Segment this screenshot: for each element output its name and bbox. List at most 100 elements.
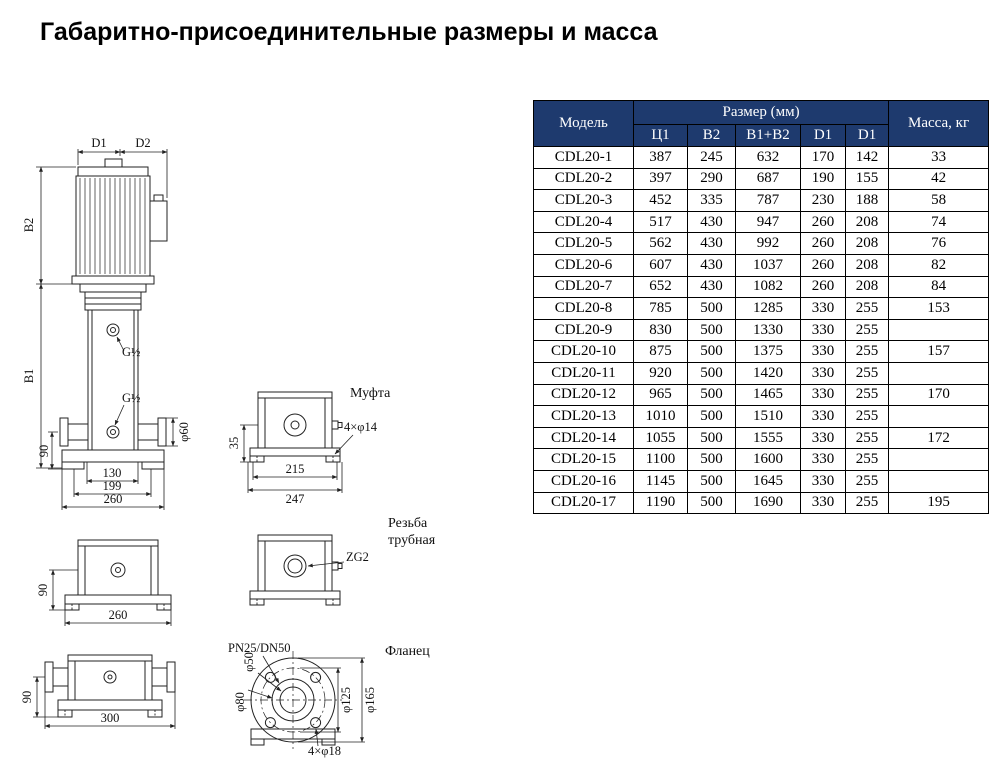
cell-b2: 500 <box>687 361 736 385</box>
cell-b2: 430 <box>687 210 736 234</box>
cell-b2: 500 <box>687 318 736 342</box>
cell-d1: 260 <box>800 210 846 234</box>
bolt-hole <box>310 671 322 683</box>
cell-b1: 1010 <box>633 405 688 428</box>
cell-model: CDL20-1 <box>533 146 634 169</box>
flange-view-drawing: φ50 φ80 φ125 φ165 PN25/DN50 4×φ18 Фланец <box>228 641 430 758</box>
cell-mass <box>888 405 990 428</box>
cell-d2: 208 <box>844 210 890 234</box>
dim-199: 199 <box>103 479 122 493</box>
cell-d1: 330 <box>800 318 846 342</box>
cell-b2: 335 <box>687 189 736 212</box>
cell-b2: 500 <box>687 448 736 471</box>
cell-model: CDL20-7 <box>533 275 634 299</box>
header-model: Модель <box>533 100 634 147</box>
cell-b1b2: 1690 <box>735 491 801 515</box>
cell-b2: 500 <box>687 383 736 407</box>
cell-model: CDL20-15 <box>533 448 634 471</box>
cell-b1b2: 1465 <box>735 383 801 407</box>
cell-mass: 172 <box>888 426 990 450</box>
table-header: Модель Размер (мм) Масса, кг Ц1 B2 B1+B2… <box>533 100 990 147</box>
technical-drawings: D1 D2 B2 B1 90 φ60 G½ G½ 130 199 260 <box>20 136 436 758</box>
cell-model: CDL20-5 <box>533 232 634 255</box>
cell-b2: 500 <box>687 405 736 428</box>
coupling-drawing: 35 215 247 4×φ14 Муфта <box>227 386 391 506</box>
cell-b2: 430 <box>687 275 736 299</box>
cell-model: CDL20-17 <box>533 491 634 515</box>
motor-fins <box>79 178 146 274</box>
dim-90-flanged: 90 <box>20 691 34 704</box>
cell-d1: 260 <box>800 275 846 299</box>
thread-size-label: ZG2 <box>346 550 369 564</box>
port-label-bottom: G½ <box>122 391 140 405</box>
cell-b1: 1190 <box>633 491 688 515</box>
dim-247: 247 <box>286 492 305 506</box>
cell-mass: 195 <box>888 491 990 515</box>
cell-b2: 500 <box>687 491 736 515</box>
cell-mass: 170 <box>888 383 990 407</box>
cell-d2: 255 <box>844 491 890 515</box>
dim-260: 260 <box>104 492 123 506</box>
coupling-bore <box>283 413 307 437</box>
cell-mass <box>888 361 990 385</box>
dim-d1: D1 <box>91 136 106 150</box>
dim-phi165: φ165 <box>363 687 377 713</box>
cell-model: CDL20-4 <box>533 210 634 234</box>
cell-d1: 330 <box>800 340 846 363</box>
cell-b1b2: 947 <box>735 210 801 234</box>
cell-d2: 155 <box>844 167 890 191</box>
base-plate <box>61 449 165 463</box>
cell-model: CDL20-3 <box>533 189 634 212</box>
cell-mass: 157 <box>888 340 990 363</box>
cell-b1b2: 992 <box>735 232 801 255</box>
header-mass: Масса, кг <box>888 100 990 147</box>
page-title: Габаритно-присоединительные размеры и ма… <box>40 18 658 46</box>
header-col-b2: B2 <box>687 124 736 147</box>
terminal-box <box>149 200 168 242</box>
bolt-hole <box>264 717 276 729</box>
cell-b1: 562 <box>633 232 688 255</box>
support-drawing: 90 260 <box>36 539 172 626</box>
dim-90: 90 <box>37 445 51 458</box>
cell-b1b2: 787 <box>735 189 801 212</box>
cell-d2: 255 <box>844 361 890 385</box>
cell-mass <box>888 469 990 493</box>
cell-b2: 290 <box>687 167 736 191</box>
cell-d1: 190 <box>800 167 846 191</box>
cell-mass: 42 <box>888 167 990 191</box>
header-col-d1: D1 <box>800 124 846 147</box>
dim-holes-18: 4×φ18 <box>308 744 341 758</box>
cell-b1b2: 1420 <box>735 361 801 385</box>
cell-b1: 965 <box>633 383 688 407</box>
cell-mass <box>888 448 990 471</box>
flange-title: Фланец <box>385 644 430 659</box>
cell-b2: 500 <box>687 340 736 363</box>
thread-port-drawing: ZG2 Резьба трубная <box>249 516 436 606</box>
cell-d2: 208 <box>844 253 890 277</box>
cell-b2: 245 <box>687 146 736 169</box>
port-label-top: G½ <box>122 345 140 359</box>
coupling-title: Муфта <box>350 386 391 401</box>
cell-model: CDL20-10 <box>533 340 634 363</box>
cell-model: CDL20-2 <box>533 167 634 191</box>
cell-model: CDL20-12 <box>533 383 634 407</box>
cell-d2: 255 <box>844 469 890 493</box>
cell-b1b2: 1285 <box>735 297 801 320</box>
flanged-bracket-drawing: 90 300 <box>20 654 176 729</box>
drain-port <box>106 425 120 439</box>
cell-model: CDL20-9 <box>533 318 634 342</box>
cell-model: CDL20-14 <box>533 426 634 450</box>
dim-phi60: φ60 <box>177 422 191 442</box>
dim-260-support: 260 <box>109 608 128 622</box>
cell-mass: 58 <box>888 189 990 212</box>
thread-title-line2: трубная <box>388 533 436 548</box>
cell-model: CDL20-13 <box>533 405 634 428</box>
cell-d2: 255 <box>844 448 890 471</box>
